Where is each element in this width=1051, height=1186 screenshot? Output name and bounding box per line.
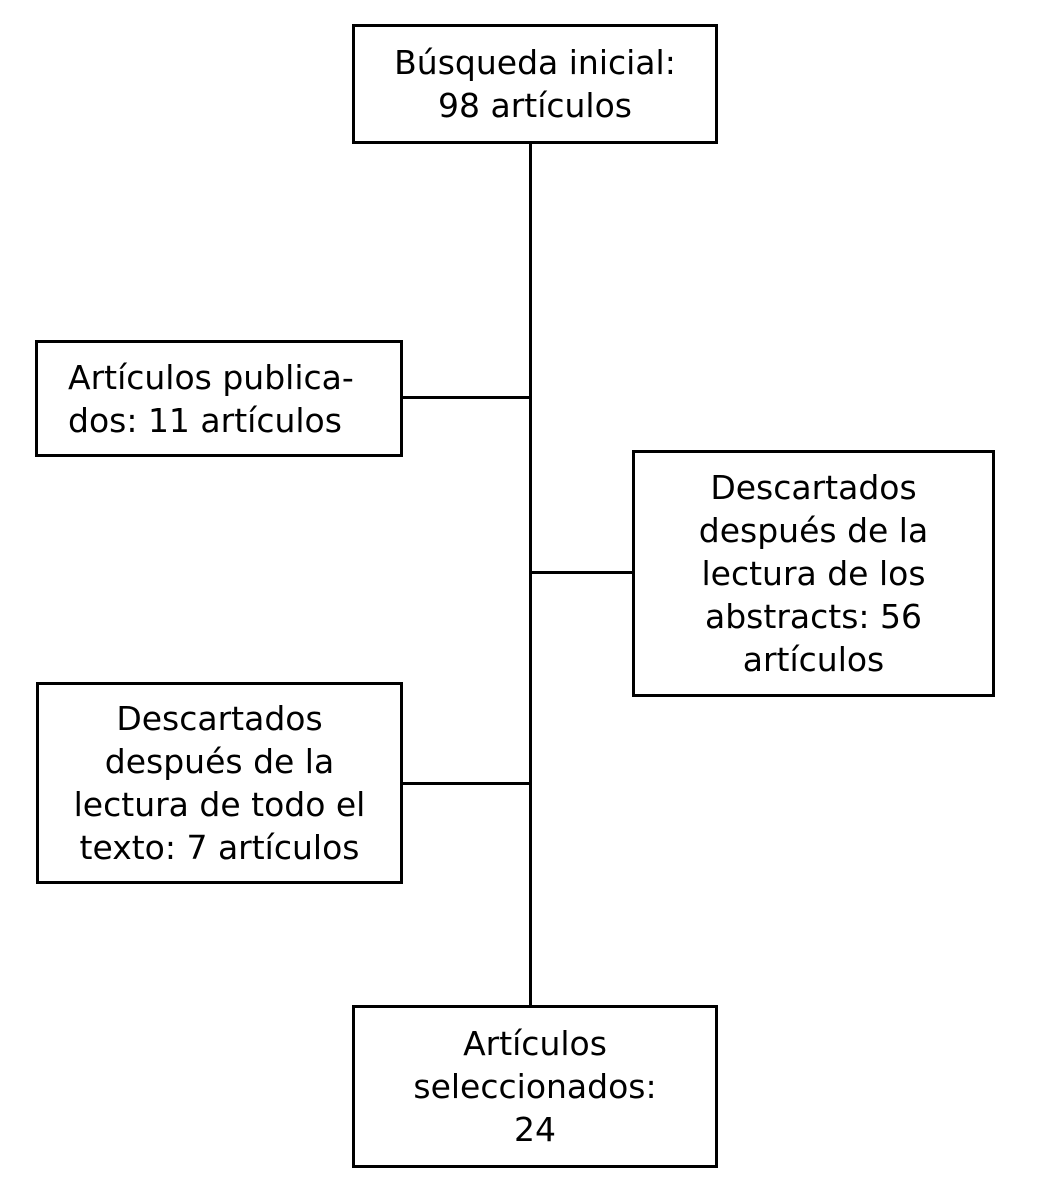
box-discarded-after-abstracts: Descartados después de la lectura de los… (632, 450, 995, 697)
connector-vertical-trunk (529, 144, 532, 1005)
box-selected-articles: Artículos seleccionados: 24 (352, 1005, 718, 1168)
box-initial-search-text: Búsqueda inicial: 98 artículos (394, 43, 676, 125)
connector-branch-published (403, 396, 530, 399)
box-discarded-after-full-text-text: Descartados después de la lectura de tod… (73, 699, 366, 867)
box-discarded-after-abstracts-text: Descartados después de la lectura de los… (698, 468, 929, 679)
box-discarded-after-full-text: Descartados después de la lectura de tod… (36, 682, 403, 884)
connector-branch-discarded-abstracts (530, 571, 632, 574)
connector-branch-discarded-full-text (403, 782, 530, 785)
box-initial-search: Búsqueda inicial: 98 artículos (352, 24, 718, 144)
box-published-articles-text: Artículos publica- dos: 11 artículos (68, 357, 354, 440)
box-published-articles: Artículos publica- dos: 11 artículos (35, 340, 403, 457)
box-selected-articles-text: Artículos seleccionados: 24 (413, 1024, 657, 1149)
